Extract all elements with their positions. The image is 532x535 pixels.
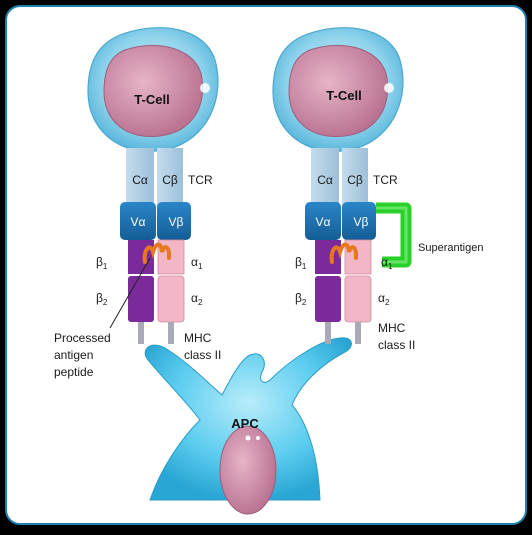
right-c-alpha: [311, 148, 339, 206]
left-t-cell-label: T-Cell: [134, 92, 169, 107]
right-c-beta: [342, 148, 368, 206]
left-v-alpha: [120, 202, 156, 240]
apc-label: APC: [231, 416, 259, 431]
superantigen-label: Superantigen: [418, 242, 483, 254]
right-complex: T-Cell Cα Cβ TCR Vα Vβ Superantigen β1 α…: [272, 27, 483, 352]
left-complex: T-Cell Cα Cβ TCR Vα Vβ β1 α1 β2 α2 Proce…: [54, 27, 221, 379]
left-beta1-label: β1: [96, 255, 108, 271]
left-mhc-alpha2: [157, 275, 185, 323]
left-c-alpha-label: Cα: [132, 173, 148, 187]
left-peptide-pointer: [109, 257, 151, 329]
right-v-beta: [342, 202, 376, 240]
apc-nucleus: [219, 425, 277, 515]
left-t-cell: T-Cell: [87, 27, 219, 152]
left-mhc-beta2: [128, 276, 154, 322]
right-t-cell-label: T-Cell: [326, 88, 361, 103]
right-alpha1-label: α1: [381, 255, 393, 271]
right-antigen-peptide: [329, 242, 359, 264]
right-t-cell: T-Cell: [272, 27, 404, 152]
apc-cell: APC: [144, 337, 352, 515]
right-alpha2-label: α2: [378, 291, 390, 307]
left-mhc-label: MHC class II: [184, 331, 221, 362]
left-c-alpha: [126, 148, 154, 206]
right-c-beta-label: Cβ: [347, 173, 363, 187]
left-v-beta: [157, 202, 191, 240]
left-beta2-label: β2: [96, 291, 108, 307]
left-c-beta: [157, 148, 183, 206]
right-beta2-label: β2: [295, 291, 307, 307]
left-v-beta-label: Vβ: [169, 215, 184, 229]
left-alpha1-label: α1: [191, 255, 203, 271]
right-mhc-beta2: [315, 276, 341, 322]
right-v-alpha: [305, 202, 341, 240]
left-c-beta-label: Cβ: [162, 173, 178, 187]
right-v-beta-label: Vβ: [354, 215, 369, 229]
left-peptide-label: Processed antigen peptide: [54, 331, 114, 379]
right-c-alpha-label: Cα: [317, 173, 333, 187]
left-mhc-beta1: [128, 240, 154, 274]
right-mhc-label: MHC class II: [378, 321, 415, 352]
right-v-alpha-label: Vα: [316, 215, 331, 229]
left-tcr-label: TCR: [188, 173, 213, 187]
right-mhc-alpha2: [344, 275, 372, 323]
left-v-alpha-label: Vα: [131, 215, 146, 229]
right-beta1-label: β1: [295, 255, 307, 271]
right-tcr-label: TCR: [373, 173, 398, 187]
left-antigen-peptide: [142, 242, 172, 264]
left-alpha2-label: α2: [191, 291, 203, 307]
right-mhc-beta1: [315, 240, 341, 274]
